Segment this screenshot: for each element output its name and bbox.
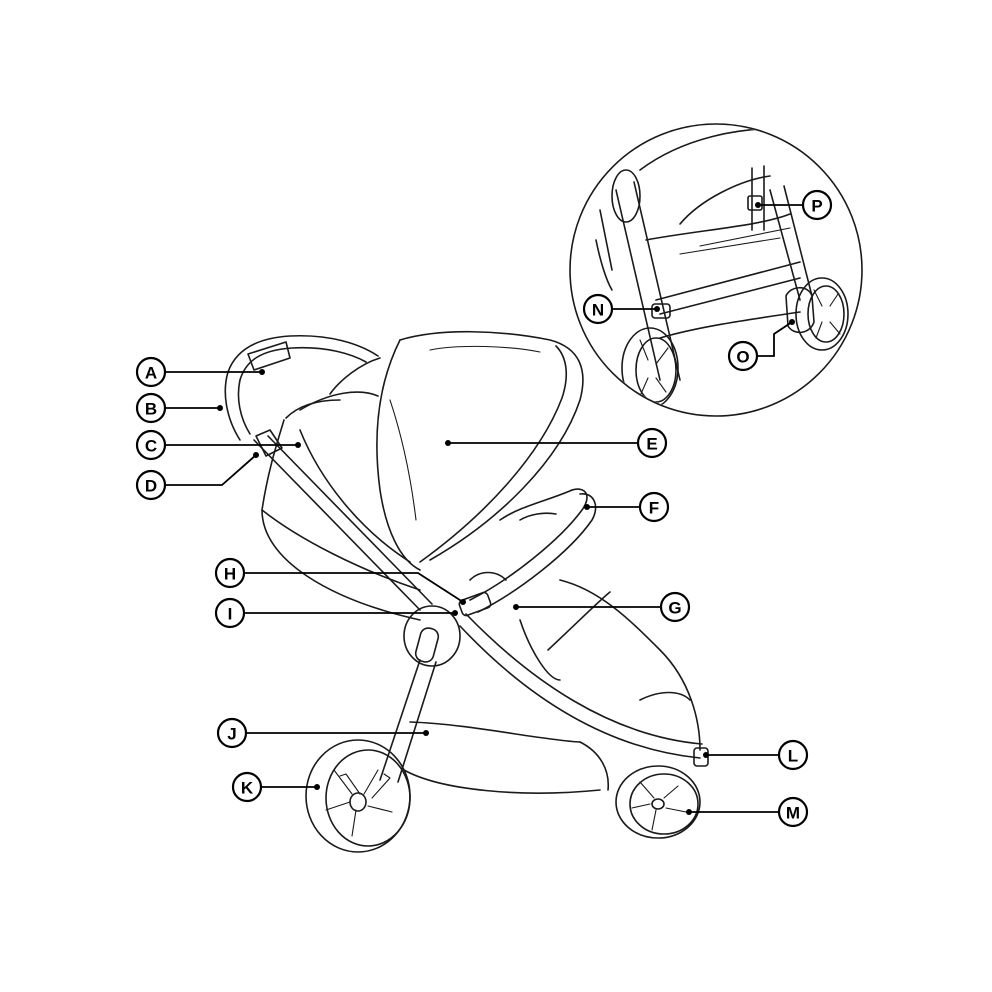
callout-e: E: [445, 429, 666, 457]
label-c: C: [145, 437, 157, 456]
anchor-dot-p: [755, 202, 761, 208]
label-k: K: [241, 779, 254, 798]
label-i: I: [228, 605, 233, 624]
label-a: A: [145, 364, 157, 383]
anchor-dot-i: [452, 610, 458, 616]
bumper-bar: [458, 489, 595, 617]
callout-m: M: [686, 798, 807, 826]
anchor-dot-b: [217, 405, 223, 411]
callout-p: P: [755, 191, 831, 219]
label-m: M: [786, 804, 800, 823]
anchor-dot-f: [584, 504, 590, 510]
label-e: E: [646, 435, 657, 454]
anchor-dot-d: [253, 452, 259, 458]
label-g: G: [668, 599, 681, 618]
label-o: O: [736, 348, 749, 367]
anchor-dot-e: [445, 440, 451, 446]
anchor-dot-m: [686, 809, 692, 815]
anchor-dot-k: [314, 784, 320, 790]
detail-inset: [570, 124, 862, 416]
anchor-dot-l: [703, 752, 709, 758]
front-wheel: [616, 748, 708, 838]
anchor-dot-h: [460, 599, 466, 605]
rear-wheel: [306, 740, 410, 852]
callout-h: H: [216, 559, 466, 605]
callout-n: N: [584, 295, 660, 323]
canopy: [330, 332, 583, 570]
callout-o: O: [729, 319, 795, 370]
callout-j: J: [218, 719, 429, 747]
stroller-illustration: [225, 124, 862, 852]
label-f: F: [649, 499, 659, 518]
anchor-dot-a: [259, 369, 265, 375]
callout-f: F: [584, 493, 668, 521]
anchor-dot-g: [513, 604, 519, 610]
anchor-dot-j: [423, 730, 429, 736]
leader-line-o: [758, 322, 792, 356]
callout-l: L: [703, 741, 807, 769]
callout-i: I: [216, 599, 458, 627]
callout-g: G: [513, 593, 689, 621]
callout-a: A: [137, 358, 265, 386]
callout-b: B: [137, 394, 223, 422]
callout-k: K: [233, 773, 320, 801]
anchor-dot-n: [654, 306, 660, 312]
leader-line-h: [245, 573, 463, 602]
callout-c: C: [137, 431, 301, 459]
label-l: L: [788, 747, 798, 766]
anchor-dot-c: [295, 442, 301, 448]
label-n: N: [592, 301, 604, 320]
label-h: H: [224, 565, 236, 584]
leader-line-d: [166, 455, 256, 485]
label-b: B: [145, 400, 157, 419]
label-j: J: [227, 725, 236, 744]
anchor-dot-o: [789, 319, 795, 325]
handlebar: [225, 336, 378, 440]
label-p: P: [811, 197, 822, 216]
label-d: D: [145, 477, 157, 496]
